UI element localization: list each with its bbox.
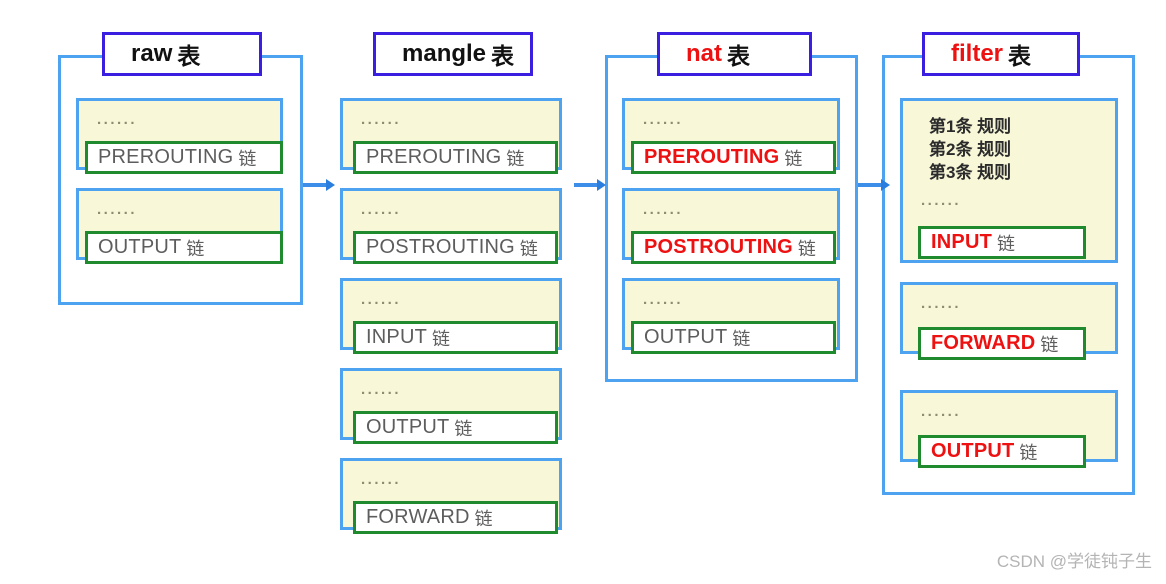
- chain-suffix-nat-prerouting: 链: [784, 148, 803, 169]
- chain-suffix-mangle-prerouting: 链: [506, 148, 525, 169]
- chain-suffix-mangle-input: 链: [432, 328, 450, 349]
- dots-mangle-forward: ......: [361, 471, 402, 488]
- chain-suffix-mangle-output: 链: [454, 418, 473, 439]
- chain-suffix-filter-output: 链: [1019, 442, 1038, 463]
- chain-name-mangle-forward: FORWARD: [366, 506, 470, 528]
- dots-filter-input: ......: [921, 192, 962, 209]
- chain-name-filter-input: INPUT: [931, 231, 992, 253]
- table-title-raw-cn: 表: [177, 43, 201, 69]
- chain-suffix-nat-postrouting: 链: [797, 238, 816, 259]
- chain-label-mangle-input: INPUT 链: [353, 321, 558, 354]
- arrow-raw-to-mangle: [303, 179, 335, 191]
- dots-filter-forward: ......: [921, 295, 962, 312]
- chain-suffix-mangle-forward: 链: [474, 508, 493, 529]
- chain-name-raw-prerouting: PREROUTING: [98, 146, 234, 168]
- filter-rule-1: 第1条 规则: [929, 117, 1012, 136]
- chain-label-mangle-forward: FORWARD 链: [353, 501, 558, 534]
- chain-suffix-raw-prerouting: 链: [238, 148, 257, 169]
- chain-label-raw-prerouting: PREROUTING 链: [85, 141, 283, 174]
- table-title-filter-cn: 表: [1008, 43, 1032, 69]
- filter-rule-2: 第2条 规则: [929, 140, 1012, 159]
- dots-mangle-output: ......: [361, 381, 402, 398]
- chain-label-mangle-postrouting: POSTROUTING 链: [353, 231, 558, 264]
- chain-label-nat-postrouting: POSTROUTING 链: [631, 231, 836, 264]
- table-title-nat-en: nat: [686, 40, 722, 67]
- dots-mangle-prerouting: ......: [361, 111, 402, 128]
- filter-rules-list: 第1条 规则 第2条 规则 第3条 规则: [929, 115, 1011, 184]
- table-title-raw-en: raw: [131, 40, 173, 67]
- dots-nat-output: ......: [643, 291, 684, 308]
- chain-name-mangle-output: OUTPUT: [366, 416, 450, 438]
- chain-name-mangle-input: INPUT: [366, 326, 427, 348]
- table-title-mangle-cn: 表: [491, 43, 515, 69]
- table-title-nat-cn: 表: [727, 43, 750, 69]
- chain-suffix-mangle-postrouting: 链: [519, 238, 538, 259]
- table-title-filter: filter 表: [922, 32, 1080, 76]
- chain-suffix-filter-forward: 链: [1040, 334, 1059, 355]
- dots-raw-output: ......: [97, 201, 138, 218]
- chain-suffix-nat-output: 链: [732, 328, 751, 349]
- chain-label-filter-input: INPUT 链: [918, 226, 1086, 259]
- table-title-raw: raw 表: [102, 32, 262, 76]
- chain-name-mangle-prerouting: PREROUTING: [366, 146, 502, 168]
- csdn-watermark: CSDN @学徒钝子生: [996, 552, 1152, 571]
- chain-label-mangle-output: OUTPUT 链: [353, 411, 558, 444]
- chain-name-mangle-postrouting: POSTROUTING: [366, 236, 515, 258]
- chain-name-raw-output: OUTPUT: [98, 236, 182, 258]
- dots-mangle-postrouting: ......: [361, 201, 402, 218]
- dots-raw-prerouting: ......: [97, 111, 138, 128]
- filter-rule-3: 第3条 规则: [929, 163, 1012, 182]
- dots-nat-prerouting: ......: [643, 111, 684, 128]
- chain-name-nat-output: OUTPUT: [644, 326, 728, 348]
- table-title-mangle-en: mangle: [402, 40, 487, 67]
- chain-label-nat-prerouting: PREROUTING 链: [631, 141, 836, 174]
- chain-name-filter-output: OUTPUT: [931, 440, 1015, 462]
- chain-label-nat-output: OUTPUT 链: [631, 321, 836, 354]
- dots-filter-output: ......: [921, 403, 962, 420]
- chain-suffix-filter-input: 链: [997, 233, 1015, 254]
- dots-mangle-input: ......: [361, 291, 402, 308]
- table-title-filter-en: filter: [951, 40, 1004, 67]
- dots-nat-postrouting: ......: [643, 201, 684, 218]
- chain-label-mangle-prerouting: PREROUTING 链: [353, 141, 558, 174]
- chain-label-filter-forward: FORWARD 链: [918, 327, 1086, 360]
- arrow-mangle-to-nat: [574, 179, 606, 191]
- chain-label-filter-output: OUTPUT 链: [918, 435, 1086, 468]
- chain-suffix-raw-output: 链: [186, 238, 205, 259]
- table-frame-raw: [58, 55, 303, 305]
- table-title-mangle: mangle 表: [373, 32, 533, 76]
- chain-name-nat-prerouting: PREROUTING: [644, 146, 780, 168]
- arrow-nat-to-filter: [858, 179, 890, 191]
- chain-name-nat-postrouting: POSTROUTING: [644, 236, 793, 258]
- chain-name-filter-forward: FORWARD: [931, 332, 1036, 354]
- chain-label-raw-output: OUTPUT 链: [85, 231, 283, 264]
- table-title-nat: nat 表: [657, 32, 812, 76]
